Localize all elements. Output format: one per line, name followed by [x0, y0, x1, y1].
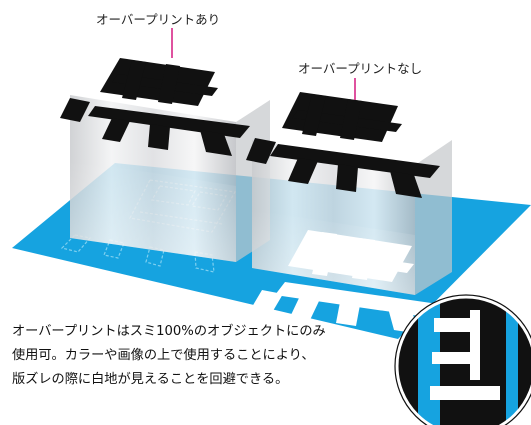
description-line-1: オーバープリントはスミ100%のオブジェクトにのみ [12, 324, 326, 339]
label-overprint-on: オーバープリントあり [96, 12, 221, 27]
glyph-white-knockout [249, 230, 445, 334]
glyph-black-right [246, 92, 440, 198]
label-overprint-off: オーバープリントなし [298, 61, 423, 76]
glyph-black-left [60, 58, 250, 156]
description-text: オーバープリントはスミ100%のオブジェクトにのみ 使用可。カラーや画像の上で使… [12, 320, 384, 392]
magnifier-lens [394, 294, 531, 425]
description-line-3: 版ズレの際に白地が見えることを回避できる。 [12, 372, 289, 387]
description-line-2: 使用可。カラーや画像の上で使用することにより、 [12, 348, 315, 363]
